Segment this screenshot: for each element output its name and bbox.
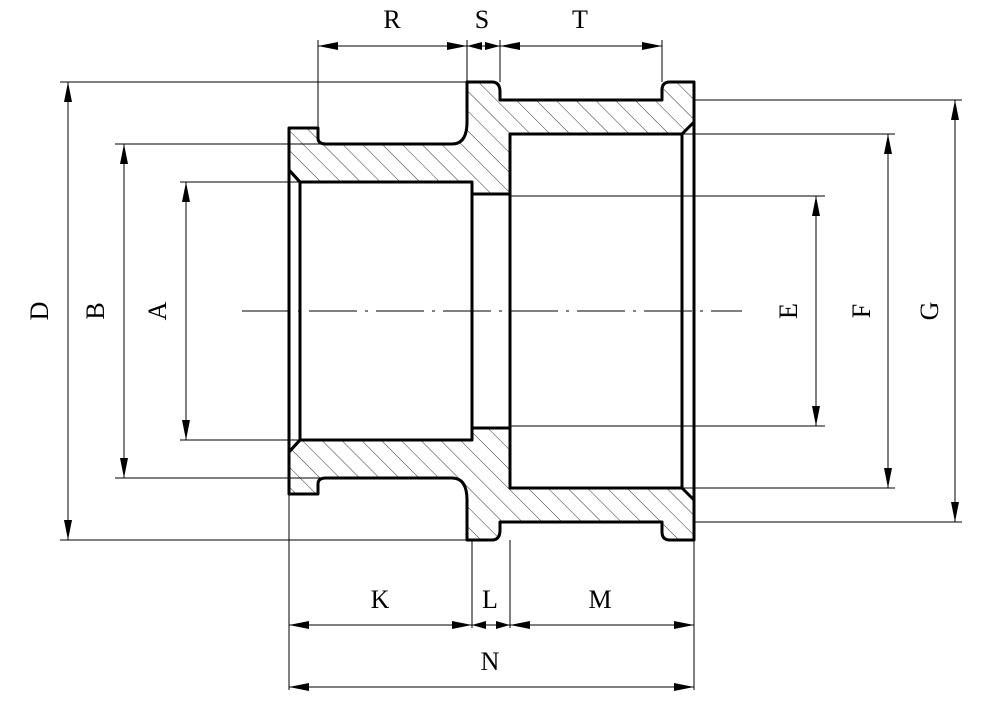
label-M: M bbox=[588, 585, 611, 614]
label-K: K bbox=[371, 585, 390, 614]
extension-lines bbox=[60, 40, 962, 690]
left-chamfer-top bbox=[287, 168, 302, 184]
label-N: N bbox=[481, 647, 500, 676]
label-B: B bbox=[81, 302, 110, 319]
label-E: E bbox=[774, 303, 803, 319]
label-T: T bbox=[572, 5, 588, 34]
arrowheads bbox=[64, 42, 959, 691]
left-chamfer-bottom bbox=[287, 438, 302, 454]
label-F: F bbox=[847, 304, 876, 318]
label-R: R bbox=[383, 5, 401, 34]
label-L: L bbox=[482, 585, 498, 614]
label-G: G bbox=[915, 302, 944, 321]
label-S: S bbox=[475, 5, 489, 34]
bottom-wall-section bbox=[287, 426, 696, 542]
label-D: D bbox=[25, 302, 54, 321]
top-wall-section bbox=[287, 80, 696, 196]
label-A: A bbox=[143, 301, 172, 320]
